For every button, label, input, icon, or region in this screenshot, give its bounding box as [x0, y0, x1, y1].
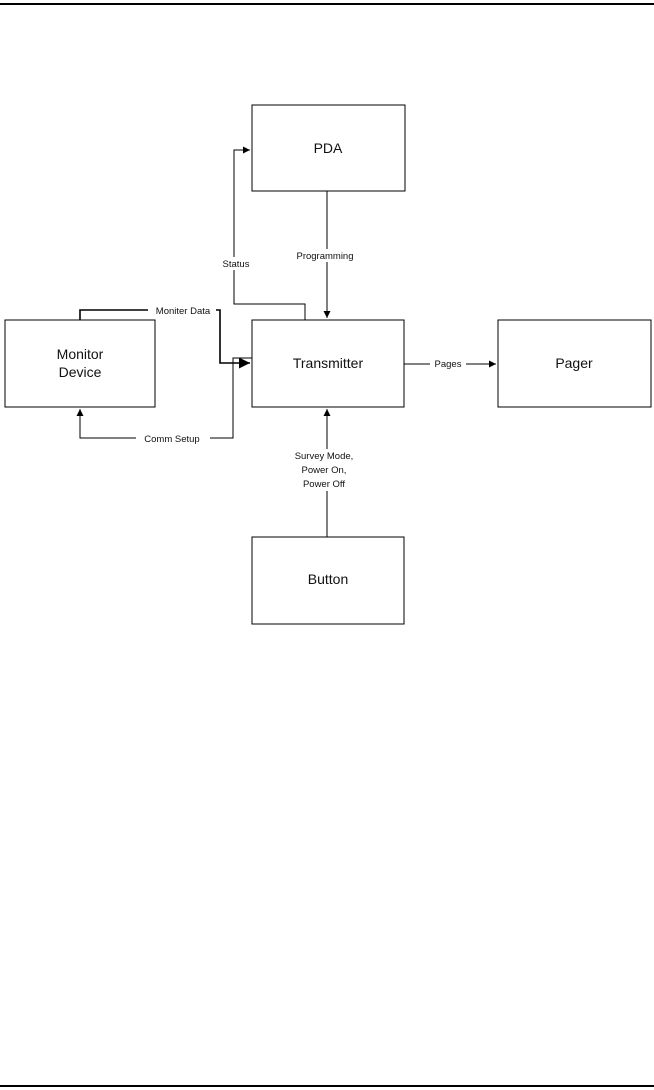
button-events-label-line2: Power On, [302, 465, 347, 476]
monitor-data-label: Moniter Data [156, 306, 211, 317]
pager-label: Pager [555, 355, 593, 371]
monitor-label-line2: Device [59, 364, 102, 380]
pages-label: Pages [435, 359, 462, 370]
programming-label: Programming [296, 251, 353, 262]
button-events-label-line1: Survey Mode, [295, 451, 354, 462]
pda-label: PDA [314, 140, 343, 156]
monitor-label-line1: Monitor [57, 346, 104, 362]
status-label: Status [223, 259, 250, 270]
comm-setup-label: Comm Setup [144, 434, 199, 445]
button-events-label-line3: Power Off [303, 479, 345, 490]
button-label: Button [308, 571, 348, 587]
transmitter-label: Transmitter [293, 355, 364, 371]
